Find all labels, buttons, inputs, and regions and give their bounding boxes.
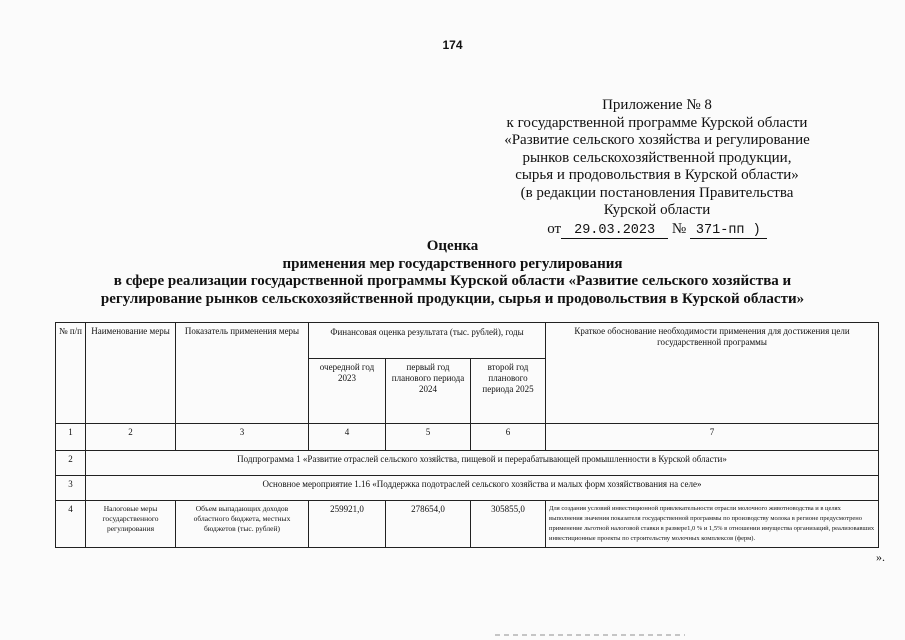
value-2023: 259921,0 [308, 500, 386, 548]
assessment-table: № п/п Наименование меры Показатель приме… [55, 322, 879, 548]
title-line: в сфере реализации государственной прогр… [113, 273, 792, 289]
scan-artifact [495, 634, 685, 636]
column-number: 6 [469, 423, 547, 451]
header-num: № п/п [55, 322, 86, 424]
row-num: 2 [55, 450, 86, 476]
column-number: 3 [175, 423, 309, 451]
resolution-number: 371-пп ) [689, 223, 767, 239]
from-prefix: от [547, 220, 562, 237]
column-number: 1 [55, 423, 86, 451]
appendix-line: (в редакции постановления Правительства [520, 184, 794, 201]
appendix-line: «Развитие сельского хозяйства и регулиро… [504, 132, 810, 148]
page-number: 174 [442, 38, 463, 52]
appendix-line: Курской области [603, 202, 711, 218]
header-financial: Финансовая оценка результата (тыс. рубле… [307, 322, 547, 359]
header-indicator: Показатель применения меры [175, 322, 309, 424]
appendix-line: к государственной программе Курской обла… [506, 114, 808, 131]
title-line: применения мер государственного регулиро… [282, 255, 623, 272]
table-row: 2 Подпрограмма 1 «Развитие отраслей сель… [55, 450, 879, 476]
header-measure-name: Наименование меры [85, 322, 176, 424]
row-num: 4 [55, 500, 86, 548]
appendix-header: Приложение № 8 к государственной програм… [462, 97, 852, 239]
appendix-line: сырья и продовольствия в Курской области… [515, 167, 799, 183]
title-line: регулирование рынков сельскохозяйственно… [100, 290, 805, 307]
indicator: Объем выпадающих доходов областного бюдж… [175, 500, 309, 548]
table-row: 3 Основное мероприятие 1.16 «Поддержка п… [55, 475, 879, 501]
justification: Для создания условий инвестиционной прив… [545, 500, 879, 548]
header-year-2023: очередной год 2023 [308, 358, 386, 424]
title-line: Оценка [426, 238, 479, 254]
column-number: 2 [85, 423, 176, 451]
column-number: 7 [545, 423, 879, 451]
table-header-row: № п/п Наименование меры Показатель приме… [55, 322, 879, 424]
header-year-2024: первый год планового периода 2024 [385, 358, 471, 424]
table-row: 4 Налоговые меры государственного регули… [55, 500, 879, 548]
column-number: 4 [308, 423, 386, 451]
resolution-date: 29.03.2023 [561, 223, 669, 239]
row-num: 3 [55, 475, 86, 501]
subprogram-text: Подпрограмма 1 «Развитие отраслей сельск… [85, 450, 879, 476]
number-prefix: № [671, 220, 687, 237]
appendix-line: рынков сельскохозяйственной продукции, [522, 149, 792, 166]
column-number: 5 [385, 423, 471, 451]
column-number-row: 1 2 3 4 5 6 7 [55, 423, 879, 451]
closing-mark: ». [876, 550, 885, 564]
appendix-line: Приложение № 8 [602, 97, 712, 113]
value-2025: 305855,0 [469, 500, 547, 548]
document-title: Оценка применения мер государственного р… [0, 238, 905, 308]
header-justification: Краткое обоснование необходимости примен… [545, 322, 879, 424]
main-event-text: Основное мероприятие 1.16 «Поддержка под… [85, 475, 879, 501]
value-2024: 278654,0 [385, 500, 471, 548]
header-year-2025: второй год планового периода 2025 [469, 358, 547, 424]
measure-name: Налоговые меры государственного регулиро… [85, 500, 176, 548]
